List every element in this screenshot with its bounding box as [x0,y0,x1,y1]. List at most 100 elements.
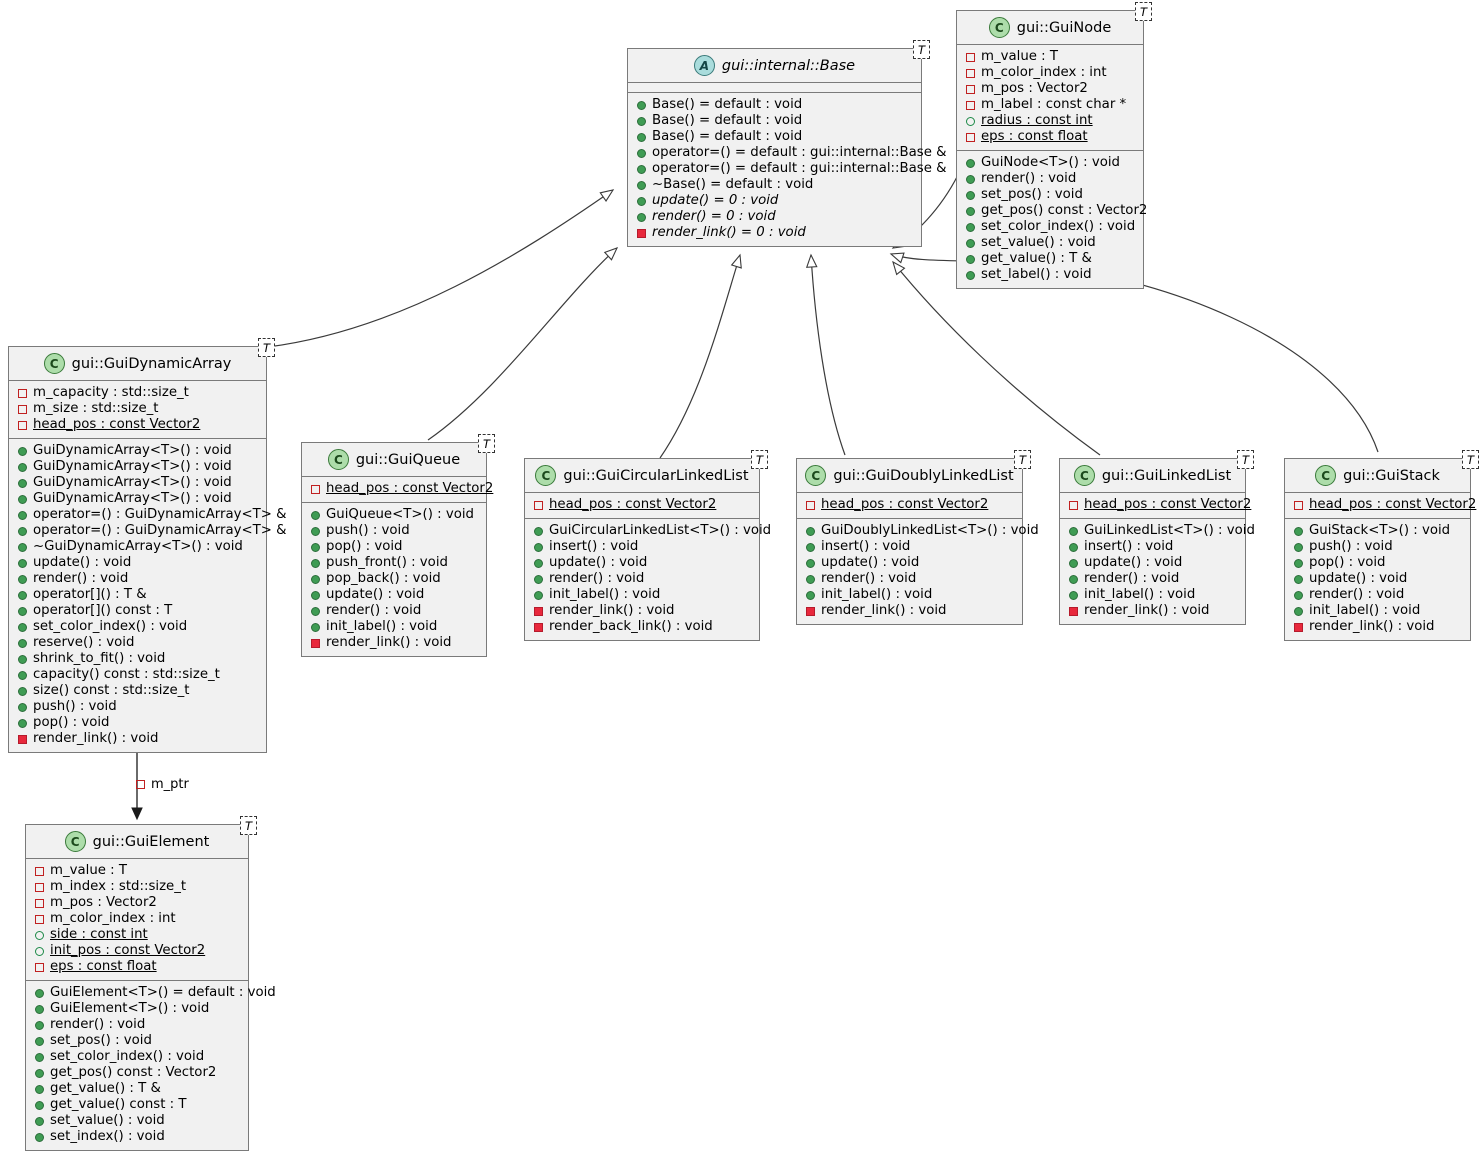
class-title-guinode: gui::GuiNode [1016,19,1112,36]
member-label: Base() = default : void [652,113,803,128]
class-icon: C [805,465,827,486]
member-label: render() : void [981,171,1077,186]
edge-guidoublylinkedlist-to-base [805,253,846,456]
member-row: m_color_index : int [957,65,1143,81]
member-row: get_pos() const : Vector2 [26,1065,248,1081]
class-box-guistack[interactable]: C gui::GuiStack T head_pos : const Vecto… [1284,450,1479,641]
member-row: pop() : void [9,715,266,731]
public-method-marker-icon [35,1004,44,1014]
member-row: render() : void [1060,571,1245,587]
public-method-marker-icon [534,590,543,600]
member-row: head_pos : const Vector2 [1285,497,1476,513]
member-label: render_link() = 0 : void [652,225,806,240]
class-header-guiqueue: C gui::GuiQueue T [302,434,495,477]
public-method-marker-icon [35,1084,44,1094]
private-method-marker-icon [534,622,543,632]
member-row: operator=() : GuiDynamicArray<T> & [9,523,287,539]
member-label: update() : void [326,587,425,602]
public-method-marker-icon [35,1068,44,1078]
member-label: set_pos() : void [50,1033,152,1048]
public-method-marker-icon [1294,558,1303,568]
class-title-guistack: gui::GuiStack [1343,467,1440,484]
member-label: m_index : std::size_t [50,879,187,894]
member-row: set_label() : void [957,267,1143,283]
public-method-marker-icon [35,1116,44,1126]
member-row: insert() : void [525,539,759,555]
class-box-guidynamicarray[interactable]: C gui::GuiDynamicArray T m_capacity : st… [8,338,287,753]
member-row: GuiNode<T>() : void [957,155,1143,171]
member-row: push() : void [9,699,266,715]
member-label: m_capacity : std::size_t [33,385,189,400]
public-method-marker-icon [18,558,27,568]
class-box-guilinkedlist[interactable]: C gui::GuiLinkedList T head_pos : const … [1059,450,1255,625]
member-row: ~GuiDynamicArray<T>() : void [9,539,266,555]
public-method-marker-icon [311,526,320,536]
member-label: operator=() : GuiDynamicArray<T> & [33,523,287,538]
member-label: radius : const int [981,113,1093,128]
member-label: render() : void [1084,571,1180,586]
class-title-guidynamicarray: gui::GuiDynamicArray [71,355,232,372]
member-row: Base() = default : void [628,129,921,145]
member-label: insert() : void [821,539,911,554]
class-box-guiqueue[interactable]: C gui::GuiQueue T head_pos : const Vecto… [301,434,495,657]
member-label: eps : const float [981,129,1088,144]
member-label: m_value : T [981,49,1058,64]
member-label: reserve() : void [33,635,135,650]
public-method-marker-icon [1294,542,1303,552]
member-label: GuiCircularLinkedList<T>() : void [549,523,772,538]
public-method-marker-icon [35,1036,44,1046]
attributes-compartment-guilinkedlist: head_pos : const Vector2 [1060,493,1251,519]
class-title-guilinkedlist: gui::GuiLinkedList [1101,467,1232,484]
member-label: get_value() : T & [981,251,1092,266]
member-row: pop_back() : void [302,571,486,587]
class-box-base[interactable]: A gui::internal::Base T Base() = default… [627,40,947,247]
attributes-compartment-guicircularlinkedlist: head_pos : const Vector2 [525,493,759,519]
member-label: pop() : void [326,539,403,554]
member-row: render_link() : void [1285,619,1470,635]
member-row: get_value() : T & [26,1081,248,1097]
public-method-marker-icon [637,116,646,126]
member-row: update() : void [1285,571,1470,587]
public-method-marker-icon [1069,558,1078,568]
template-param-badge: T [1135,2,1152,21]
member-row: Base() = default : void [628,113,921,129]
member-row: render_link() = 0 : void [628,225,921,241]
member-row: update() : void [9,555,266,571]
member-label: pop_back() : void [326,571,441,586]
public-method-marker-icon [637,100,646,110]
edge-guicircularlinkedlist-to-base [659,253,742,459]
class-title-guielement: gui::GuiElement [92,833,210,850]
member-row: size() const : std::size_t [9,683,266,699]
member-label: render() : void [549,571,645,586]
class-icon: C [64,831,86,852]
member-row: m_size : std::size_t [9,401,266,417]
public-method-marker-icon [637,164,646,174]
class-box-guidoublylinkedlist[interactable]: C gui::GuiDoublyLinkedList T head_pos : … [796,450,1039,625]
member-row: init_label() : void [797,587,1022,603]
template-param-badge: T [1237,450,1254,469]
protected-field-marker-icon [35,930,44,940]
public-method-marker-icon [35,1052,44,1062]
member-label: operator=() = default : gui::internal::B… [652,145,947,160]
abstract-class-icon: A [693,55,715,76]
member-row: render() : void [9,571,266,587]
public-method-marker-icon [18,606,27,616]
private-field-marker-icon [35,914,44,924]
member-label: render() : void [326,603,422,618]
class-box-guicircularlinkedlist[interactable]: C gui::GuiCircularLinkedList T head_pos … [524,450,771,641]
member-row: operator=() = default : gui::internal::B… [628,161,947,177]
member-row: GuiElement<T>() : void [26,1001,248,1017]
member-row: push() : void [302,523,486,539]
public-method-marker-icon [806,542,815,552]
template-param-badge: T [1014,450,1031,469]
member-label: m_color_index : int [981,65,1107,80]
member-row: GuiDynamicArray<T>() : void [9,491,266,507]
private-field-marker-icon [35,882,44,892]
member-row: update() : void [302,587,486,603]
template-param-badge: T [478,434,495,453]
